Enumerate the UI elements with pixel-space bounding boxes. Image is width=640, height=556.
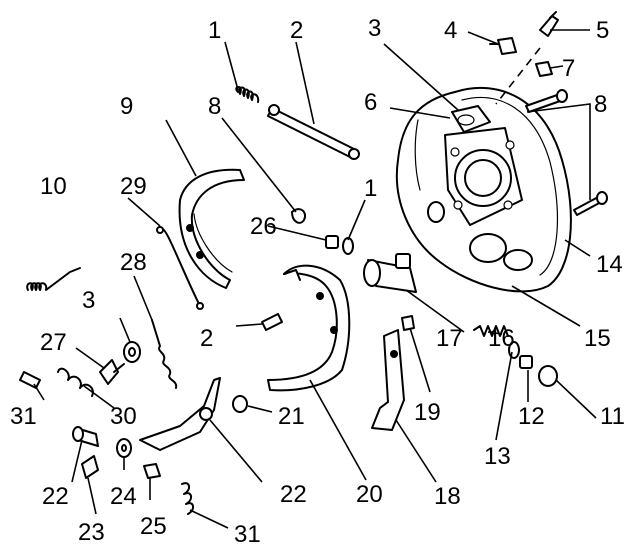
bolt-8-upper: [489, 37, 517, 55]
boot-1-left: [291, 208, 306, 224]
brake-shoe-secondary: [267, 264, 351, 392]
callout-2-right: 12: [518, 403, 545, 430]
bolt-8-lower: [535, 61, 553, 77]
actuator-lever-19: [139, 377, 221, 451]
retainer-22-upper: [99, 359, 125, 385]
callout-23: 22: [42, 483, 69, 510]
adjuster-spring-13: [473, 325, 509, 337]
piston-2-right: [519, 355, 533, 369]
callout-25: 30: [110, 403, 137, 430]
pin-24: [19, 371, 41, 389]
brake-shoe-primary: [178, 168, 245, 289]
callout-29: 9: [120, 93, 133, 120]
callout-10: 8: [594, 91, 607, 118]
callout-31-bottom: 24: [110, 483, 137, 510]
washer-31-upper: [123, 341, 141, 363]
coil-spring-27: [151, 319, 178, 389]
clip-15: [401, 315, 415, 331]
callout-labels: 1 2 3 4 5 6 7 8 9 8 10 29 1 26 28 3 2 27…: [10, 15, 625, 548]
callout-8-mid: 7: [562, 55, 575, 82]
bolt-10-upper: [525, 89, 568, 113]
spring-20: [181, 482, 194, 515]
callout-8-top: 4: [444, 17, 457, 44]
callout-18: 21: [278, 403, 305, 430]
callout-14: 17: [436, 325, 463, 352]
spring-link-28: [156, 226, 204, 310]
wheel-cylinder: [363, 253, 417, 293]
callout-9: 5: [596, 17, 609, 44]
callout-26: 10: [40, 173, 67, 200]
spring-25: [57, 367, 94, 397]
callout-28: 29: [120, 173, 147, 200]
callout-3-bottom: 13: [484, 443, 511, 470]
callout-6: 6: [364, 89, 377, 116]
callout-24: 31: [10, 403, 37, 430]
bleeder-valve-9: [539, 11, 559, 37]
leader-lines: [33, 29, 597, 529]
callout-16: 18: [434, 483, 461, 510]
parking-lever-16: [371, 329, 405, 431]
nut-18: [232, 395, 248, 413]
callout-7: 3: [368, 15, 381, 42]
adjuster-nut-23: [72, 426, 99, 447]
callout-31-top: 3: [82, 287, 95, 314]
return-spring-26: [26, 267, 81, 291]
callout-1-right: 11: [600, 403, 625, 430]
callout-2-left: 26: [250, 213, 277, 240]
washer-31-lower: [116, 438, 132, 458]
callout-22-bottom: 23: [78, 519, 105, 546]
callout-20: 31: [234, 521, 261, 548]
adjuster-link-5: [267, 104, 360, 160]
nut-21: [143, 463, 161, 479]
callout-15: 19: [414, 399, 441, 426]
callout-19: 22: [280, 481, 307, 508]
callout-5: 2: [290, 17, 303, 44]
bolt-10-lower: [573, 191, 608, 216]
callout-1-top: 8: [208, 93, 221, 120]
callout-27: 28: [120, 249, 147, 276]
seal-3-left: [342, 237, 354, 255]
callout-17: 20: [356, 481, 383, 508]
callout-13: 16: [488, 325, 515, 352]
callout-4: 1: [208, 17, 221, 44]
adjuster-bracket: [451, 105, 491, 133]
callout-12: 15: [584, 325, 611, 352]
backing-plate: [395, 87, 572, 293]
callout-21: 25: [140, 513, 167, 540]
callout-22-top: 27: [40, 329, 67, 356]
boot-1-right: [538, 365, 558, 387]
spring-4: [235, 86, 260, 103]
callout-11: 14: [596, 251, 623, 278]
callout-30: 2: [200, 325, 213, 352]
hold-down-pin-30: [261, 313, 283, 331]
piston-2-left: [325, 235, 339, 249]
retainer-22-lower: [81, 455, 99, 479]
plate-to-bolt-dash: [495, 47, 541, 105]
callout-3-top: 1: [364, 175, 377, 202]
